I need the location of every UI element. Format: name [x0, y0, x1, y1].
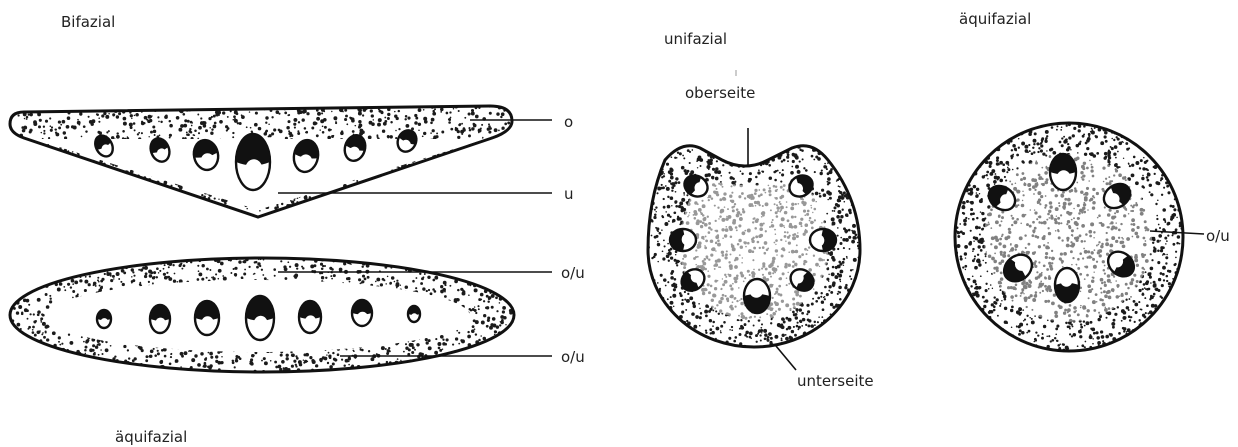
vascular-bundle: [236, 134, 270, 190]
vascular-bundle: [1055, 268, 1079, 302]
bundle-lumen: [245, 159, 264, 184]
bundle-lumen: [813, 235, 825, 247]
vascular-bundle: [744, 279, 770, 313]
bundle-lumen: [411, 313, 418, 320]
vascular-bundle: [810, 229, 836, 251]
label-ou-lower: o/u: [560, 348, 586, 366]
bundle-lumen: [155, 318, 166, 331]
label-oberseite: oberseite: [684, 84, 756, 102]
equifacial-flat-section: [7, 255, 552, 376]
vascular-bundle: [1050, 154, 1076, 190]
label-ou-upper: o/u: [560, 264, 586, 282]
bifacial-leaf-section: [7, 102, 552, 222]
bundle-lumen: [253, 316, 268, 336]
label-unterseite: unterseite: [796, 372, 875, 390]
bundle-lumen: [682, 233, 694, 245]
vascular-bundle: [670, 229, 696, 251]
bundle-lumen: [101, 318, 109, 326]
vascular-bundle: [408, 306, 420, 322]
vascular-bundle: [299, 301, 321, 333]
vascular-bundle: [97, 310, 111, 328]
vascular-bundle: [195, 301, 219, 335]
bundle-lumen: [357, 312, 368, 324]
label-u: u: [563, 185, 575, 203]
bundle-lumen: [749, 282, 763, 297]
label-unifazial: unifazial: [663, 30, 728, 48]
equifacial-round-section: [952, 120, 1204, 353]
label-aequifazial-bottom: äquifazial: [114, 428, 188, 446]
vascular-bundle: [246, 296, 274, 340]
label-bifazial: Bifazial: [60, 13, 116, 31]
vascular-bundle: [150, 305, 170, 333]
bundle-lumen: [201, 316, 214, 331]
bundle-lumen: [1060, 271, 1073, 286]
leader-unterseite: [776, 346, 796, 370]
label-o: o: [563, 113, 574, 131]
vascular-bundle: [352, 300, 372, 326]
label-ou-round: o/u: [1205, 227, 1231, 245]
bundle-lumen: [305, 315, 317, 329]
label-aequifazial-top: äquifazial: [958, 10, 1032, 28]
bundle-lumen: [1057, 170, 1071, 186]
unifacial-section: [645, 70, 864, 370]
